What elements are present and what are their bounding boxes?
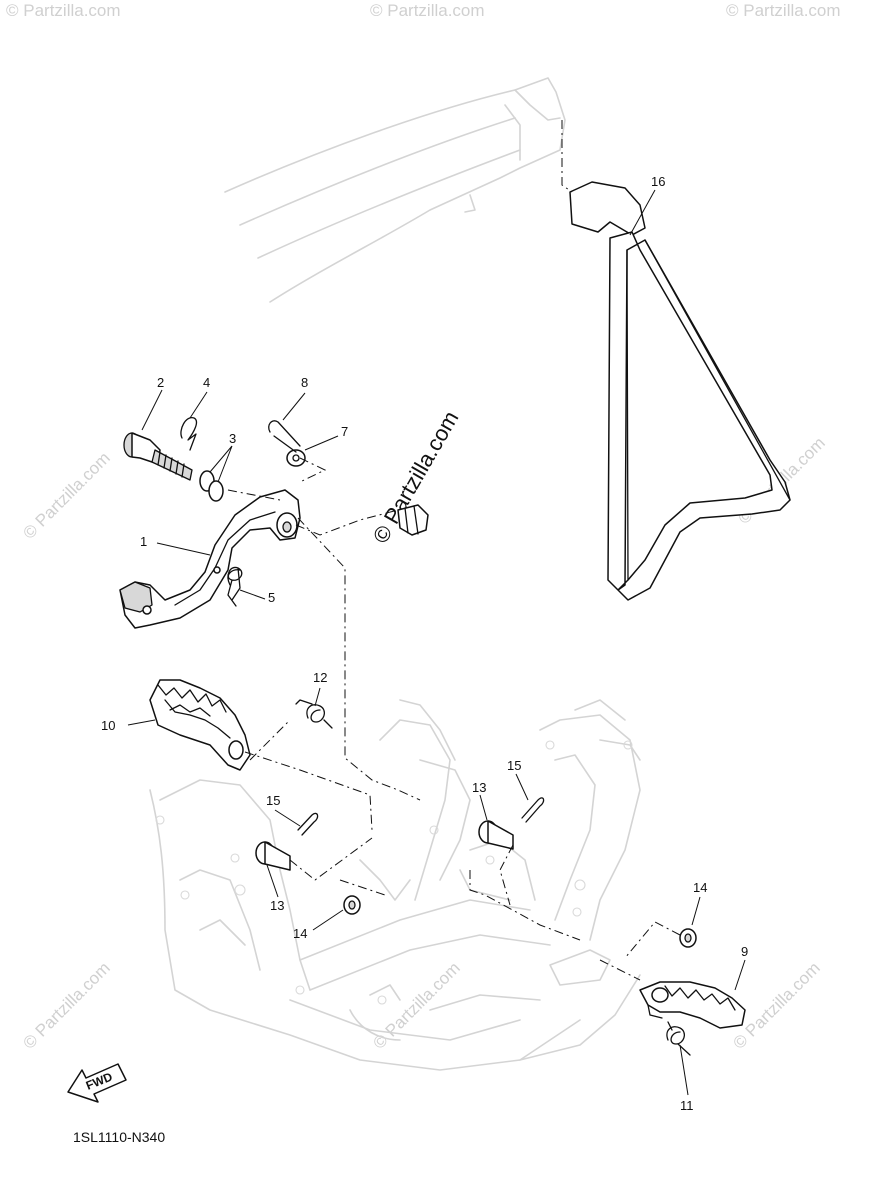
footrest-right	[639, 981, 746, 1029]
callout-2: 2	[157, 375, 164, 390]
callout-14: 14	[293, 926, 307, 941]
cotter-pin	[521, 797, 545, 823]
callout-1: 1	[140, 534, 147, 549]
watermark: © Partzilla.com	[369, 958, 463, 1052]
cotter-pin	[268, 420, 301, 453]
callout-10: 10	[101, 718, 115, 733]
callout-12: 12	[313, 670, 327, 685]
callout-11: 11	[680, 1098, 694, 1113]
fwd-arrow: FWD	[67, 1063, 127, 1103]
footrest-pin	[478, 820, 514, 850]
callout-14: 14	[693, 880, 707, 895]
retaining-clip	[180, 417, 198, 451]
diagram-code: 1SL1110-N340	[73, 1129, 165, 1145]
footrest-left	[149, 679, 251, 771]
assembly-lines	[227, 120, 681, 981]
callout-15: 15	[507, 758, 521, 773]
callout-4: 4	[203, 375, 210, 390]
footrest-spring-left	[295, 699, 333, 729]
main-frame-outline	[149, 699, 641, 1071]
pin-washer	[679, 928, 697, 948]
watermark: © Partzilla.com	[6, 1, 121, 20]
o-rings	[199, 470, 224, 502]
callout-3: 3	[229, 431, 236, 446]
watermark: © Partzilla.com	[729, 958, 823, 1052]
callout-13: 13	[472, 780, 486, 795]
footrest-pin	[255, 841, 291, 871]
watermark: © Partzilla.com	[726, 1, 841, 20]
callout-13: 13	[270, 898, 284, 913]
callout-labels: 16 2 4 3 8 7 1 5 12 10 15 15 13 13 14 14…	[101, 174, 748, 1113]
return-spring	[227, 566, 243, 607]
footrest-spring-right	[666, 1021, 691, 1056]
washer	[286, 449, 306, 467]
pin-washer	[343, 895, 361, 915]
pivot-shaft	[123, 432, 193, 481]
callout-8: 8	[301, 375, 308, 390]
callout-9: 9	[741, 944, 748, 959]
callout-16: 16	[651, 174, 665, 189]
watermark: © Partzilla.com	[19, 448, 113, 542]
callout-15: 15	[266, 793, 280, 808]
watermark: © Partzilla.com	[370, 1, 485, 20]
brake-pedal	[119, 489, 301, 629]
subframe-outline	[224, 77, 566, 303]
pivot-bolt	[397, 504, 429, 536]
cotter-pin	[297, 812, 319, 836]
callout-7: 7	[341, 424, 348, 439]
leader-lines	[127, 189, 746, 1096]
callout-5: 5	[268, 590, 275, 605]
watermark: © Partzilla.com	[19, 958, 113, 1052]
frame-bolt-holes	[155, 740, 633, 1005]
side-stand	[569, 181, 791, 601]
